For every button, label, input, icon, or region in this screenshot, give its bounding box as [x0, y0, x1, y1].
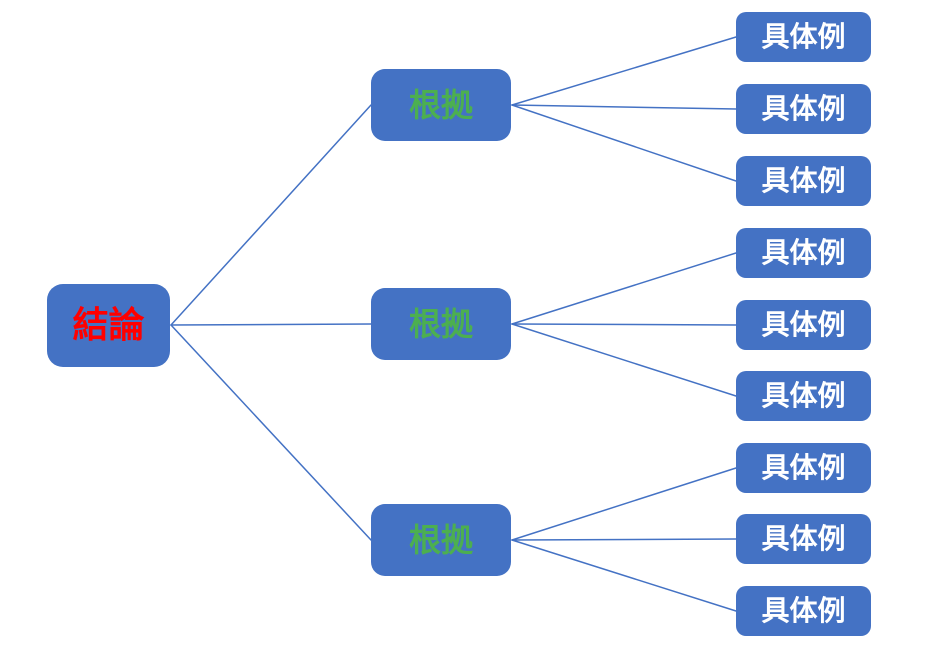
leaf-node-label: 具体例: [761, 236, 846, 269]
edge-branch1-leaf2: [511, 104, 737, 110]
leaf-node-label: 具体例: [761, 92, 846, 125]
edge-branch3-leaf7: [511, 467, 737, 541]
leaf-node-label: 具体例: [761, 164, 846, 197]
branch-node-label: 根拠: [408, 305, 473, 343]
branch-node-3-grounds[interactable]: 根拠: [371, 504, 511, 576]
leaf-node-label: 具体例: [761, 20, 846, 53]
edge-branch3-leaf9: [511, 539, 737, 612]
branch-node-label: 根拠: [408, 86, 473, 124]
edge-root-branch3: [170, 324, 372, 541]
branch-node-label: 根拠: [408, 521, 473, 559]
leaf-node-label: 具体例: [761, 379, 846, 412]
leaf-node-2-example[interactable]: 具体例: [736, 84, 871, 134]
leaf-node-1-example[interactable]: 具体例: [736, 12, 871, 62]
leaf-node-label: 具体例: [761, 451, 846, 484]
edge-root-branch1: [170, 104, 372, 326]
leaf-node-label: 具体例: [761, 308, 846, 341]
branch-node-1-grounds[interactable]: 根拠: [371, 69, 511, 141]
leaf-node-4-example[interactable]: 具体例: [736, 228, 871, 278]
edge-branch2-leaf5: [511, 323, 737, 326]
edge-branch2-leaf6: [511, 323, 737, 397]
root-node-conclusion[interactable]: 結論: [47, 284, 170, 367]
leaf-node-5-example[interactable]: 具体例: [736, 300, 871, 350]
leaf-node-3-example[interactable]: 具体例: [736, 156, 871, 206]
root-node-label: 結論: [72, 304, 145, 346]
branch-node-2-grounds[interactable]: 根拠: [371, 288, 511, 360]
leaf-node-6-example[interactable]: 具体例: [736, 371, 871, 421]
leaf-node-label: 具体例: [761, 594, 846, 627]
leaf-node-label: 具体例: [761, 522, 846, 555]
edge-branch1-leaf3: [511, 104, 737, 182]
leaf-node-9-example[interactable]: 具体例: [736, 586, 871, 636]
edge-root-branch2: [170, 323, 372, 326]
edge-branch1-leaf1: [511, 36, 737, 106]
leaf-node-7-example[interactable]: 具体例: [736, 443, 871, 493]
leaf-node-8-example[interactable]: 具体例: [736, 514, 871, 564]
edge-branch3-leaf8: [511, 538, 737, 541]
edge-branch2-leaf4: [511, 252, 737, 325]
